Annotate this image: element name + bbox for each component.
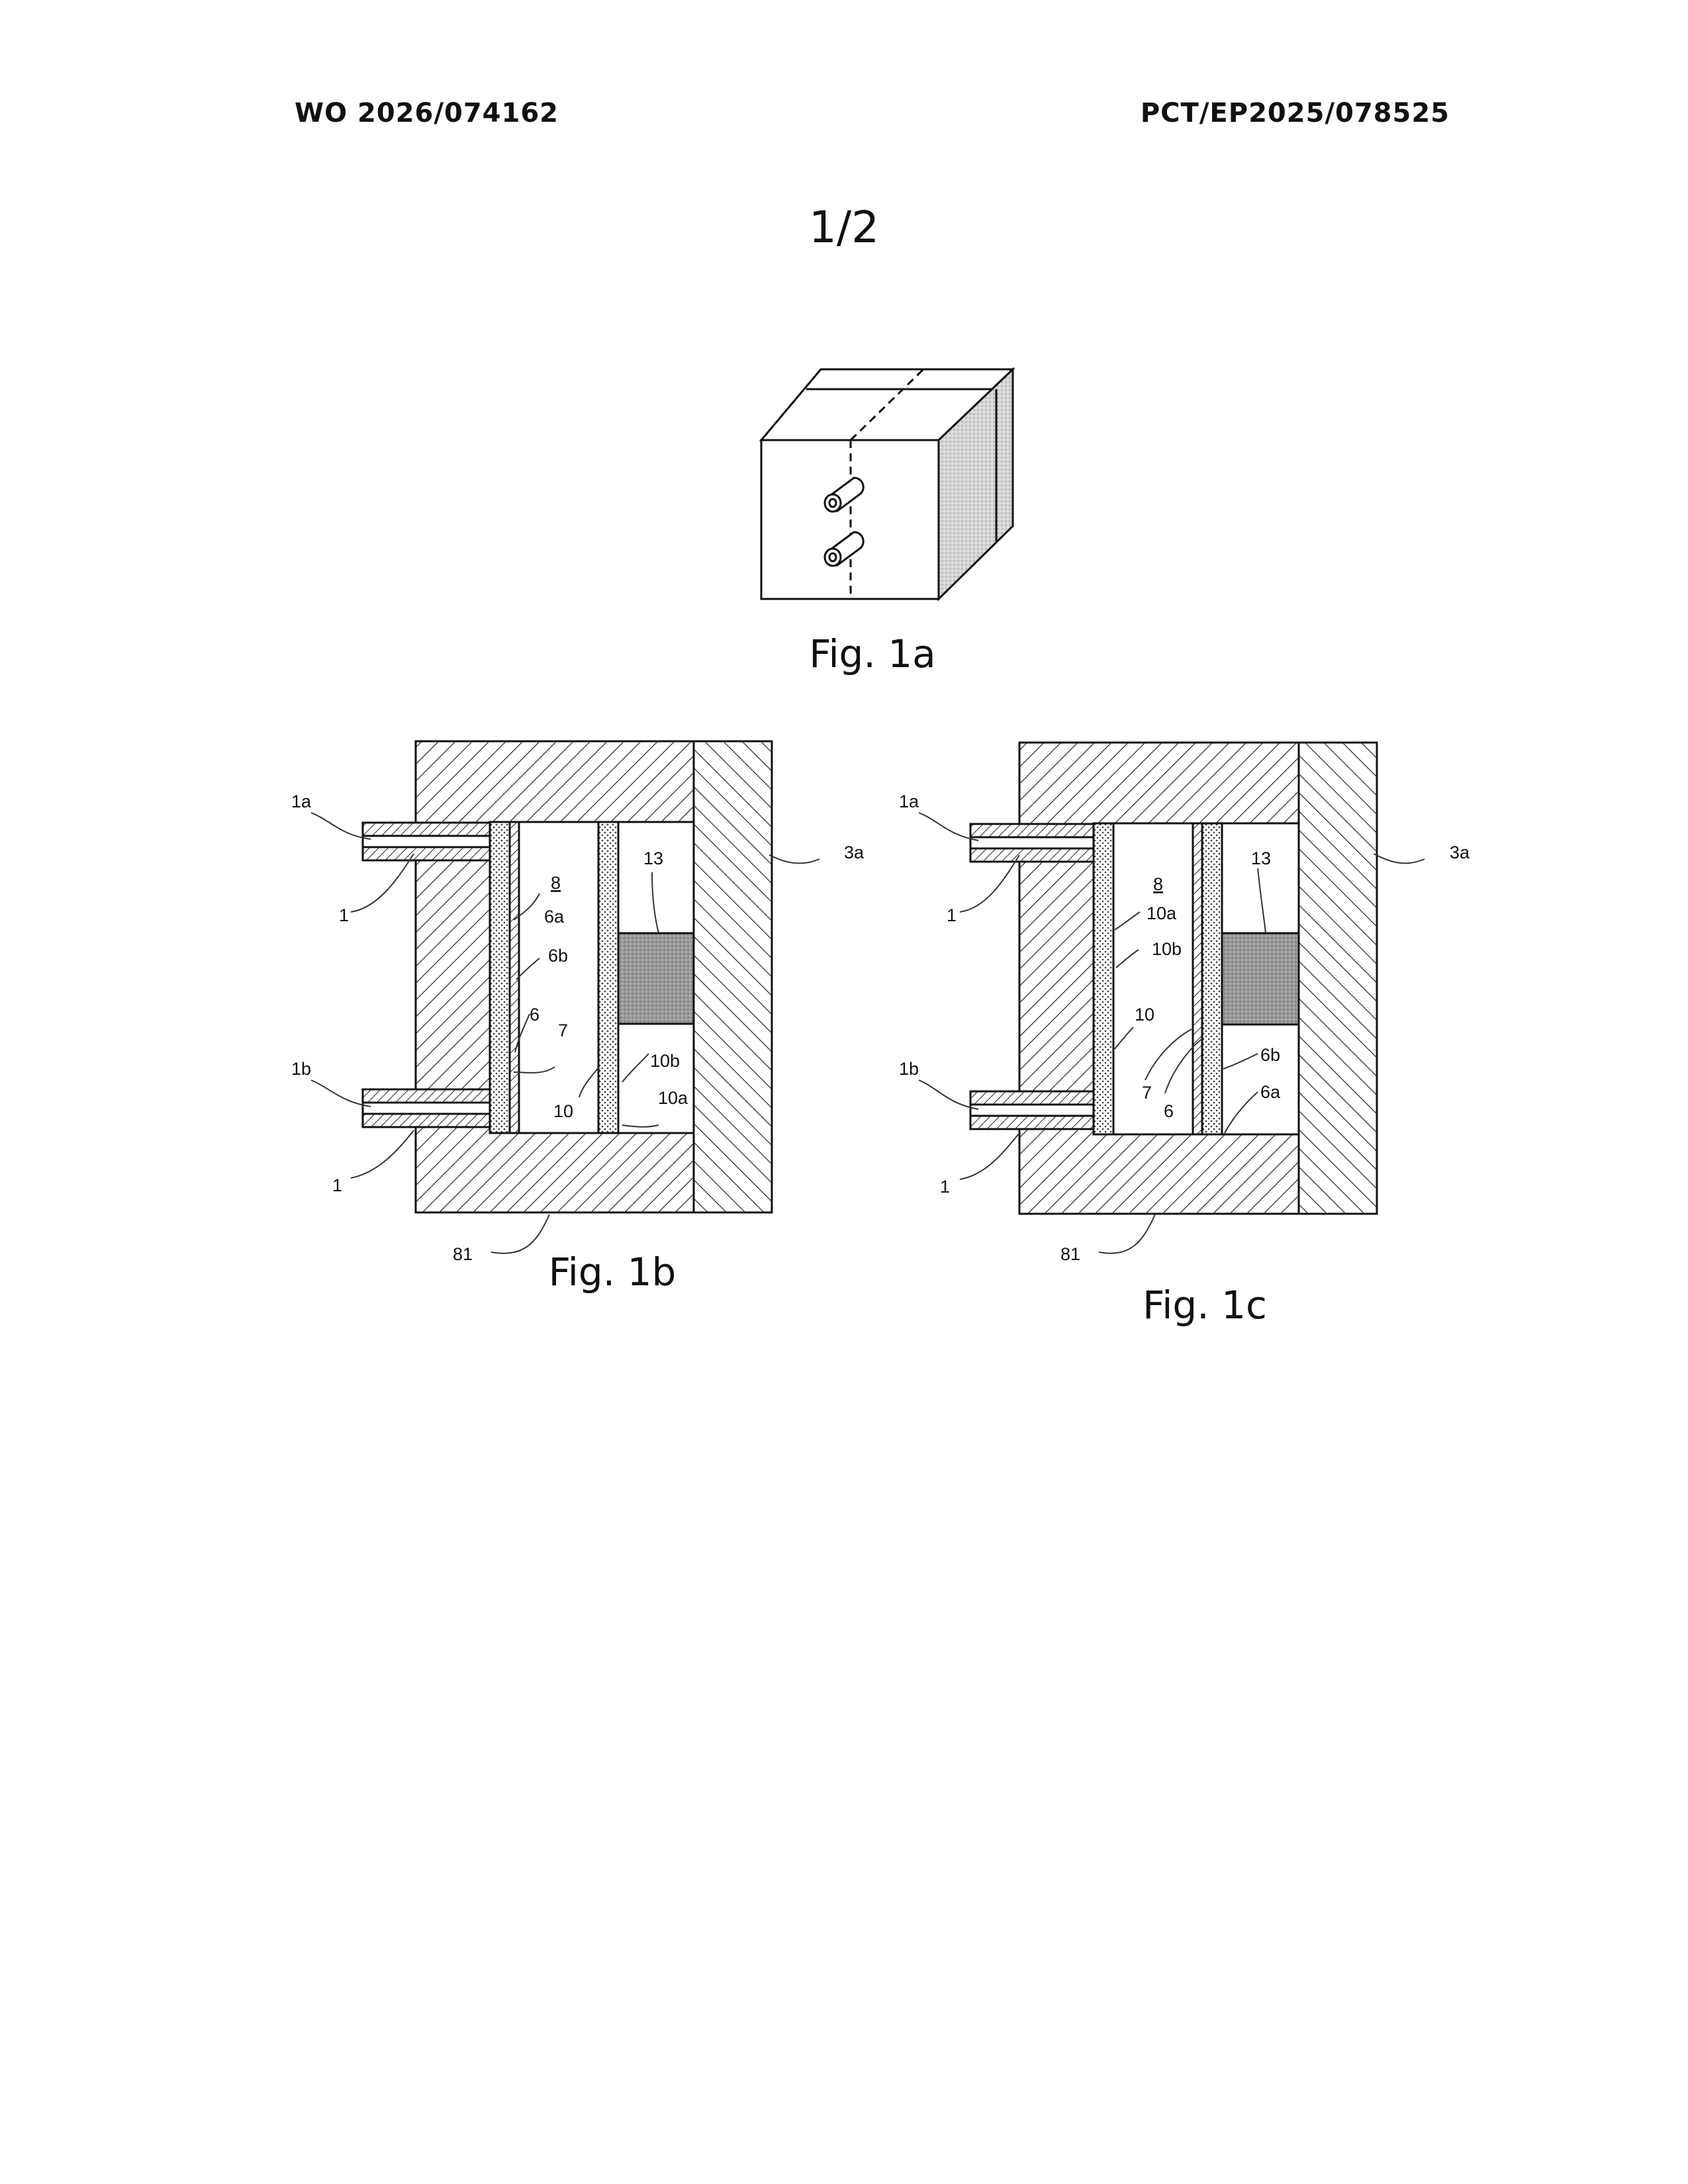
fig1c-label-3a: 3a (1450, 842, 1470, 862)
fig1b-tube-lower (363, 1089, 490, 1127)
fig1b-label-7: 7 (558, 1021, 568, 1040)
fig1a-caption: Fig. 1a (809, 631, 935, 676)
fig1c-label-1a: 1a (899, 792, 919, 811)
fig1c-label-7: 7 (1142, 1083, 1152, 1103)
fig1b-tube-upper (363, 823, 490, 860)
fig1b-label-6: 6 (530, 1005, 539, 1024)
fig1b-label-1a: 1a (291, 792, 312, 811)
fig1b-caption: Fig. 1b (549, 1250, 677, 1295)
fig1c-label-6: 6 (1164, 1101, 1174, 1121)
fig1c-tube-lower (970, 1091, 1094, 1129)
fig1b-label-10b: 10b (650, 1051, 680, 1071)
fig1a-box (761, 369, 1013, 599)
fig1c-label-1b: 1b (899, 1059, 919, 1079)
fig1b-label-6b: 6b (548, 946, 568, 966)
fig1c-caption: Fig. 1c (1143, 1283, 1267, 1328)
fig1c-label-1-lower: 1 (940, 1177, 950, 1197)
fig1b-label-3a: 3a (844, 842, 865, 862)
fig1c-label-6a: 6a (1260, 1082, 1281, 1102)
fig1b-label-13: 13 (643, 848, 663, 868)
fig1c-label-10: 10 (1135, 1005, 1154, 1024)
fig1c-label-8: 8 (1153, 874, 1163, 894)
fig1c-label-81: 81 (1060, 1244, 1080, 1264)
fig1c-label-1-upper: 1 (947, 905, 957, 925)
fig1b-label-1-upper: 1 (339, 905, 349, 925)
fig1b-label-1-lower: 1 (332, 1175, 342, 1195)
fig1c-label-10b: 10b (1152, 939, 1182, 959)
fig1c-label-10a: 10a (1147, 903, 1177, 923)
fig1b-label-10a: 10a (658, 1088, 688, 1108)
fig1c-label-6b: 6b (1260, 1045, 1280, 1065)
fig1b-label-8: 8 (551, 873, 561, 893)
fig1b-label-1b: 1b (291, 1059, 311, 1079)
fig1b-label-6a: 6a (544, 907, 565, 927)
fig1b-label-81: 81 (453, 1244, 473, 1264)
fig1b-inner-layers (490, 822, 694, 1133)
fig1c-label-13: 13 (1251, 848, 1271, 868)
fig1b-label-10: 10 (553, 1101, 573, 1121)
fig1c-tube-upper (970, 824, 1094, 862)
